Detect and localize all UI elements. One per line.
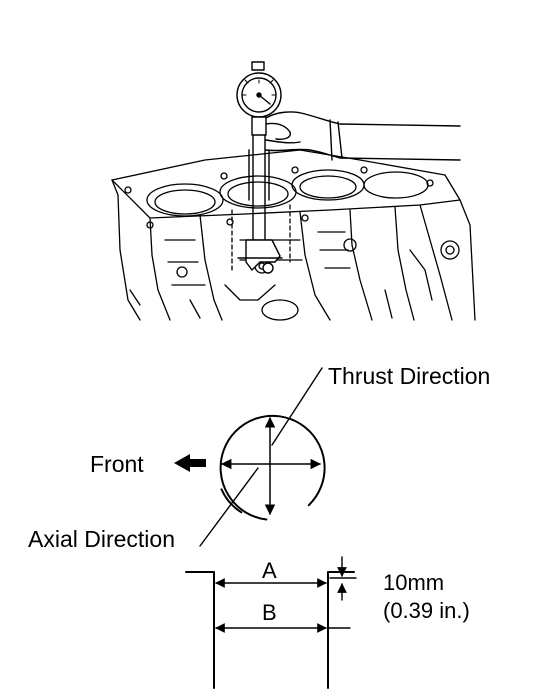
thrust-direction-label: Thrust Direction [328, 363, 490, 389]
offset-mm-label: 10mm [383, 570, 444, 595]
front-label: Front [90, 451, 144, 477]
dimension-b-label: B [262, 600, 277, 625]
bore-direction-diagram: Thrust Direction Front Axial Direction [28, 363, 490, 552]
engine-block-illustration [111, 149, 476, 321]
axial-direction-label: Axial Direction [28, 526, 175, 552]
offset-in-label: (0.39 in.) [383, 598, 470, 623]
bore-gauge [236, 61, 461, 274]
dimension-a-label: A [262, 558, 277, 583]
measurement-position-diagram: A B 10mm (0.39 in.) [185, 556, 470, 689]
front-arrow-icon [174, 454, 206, 472]
